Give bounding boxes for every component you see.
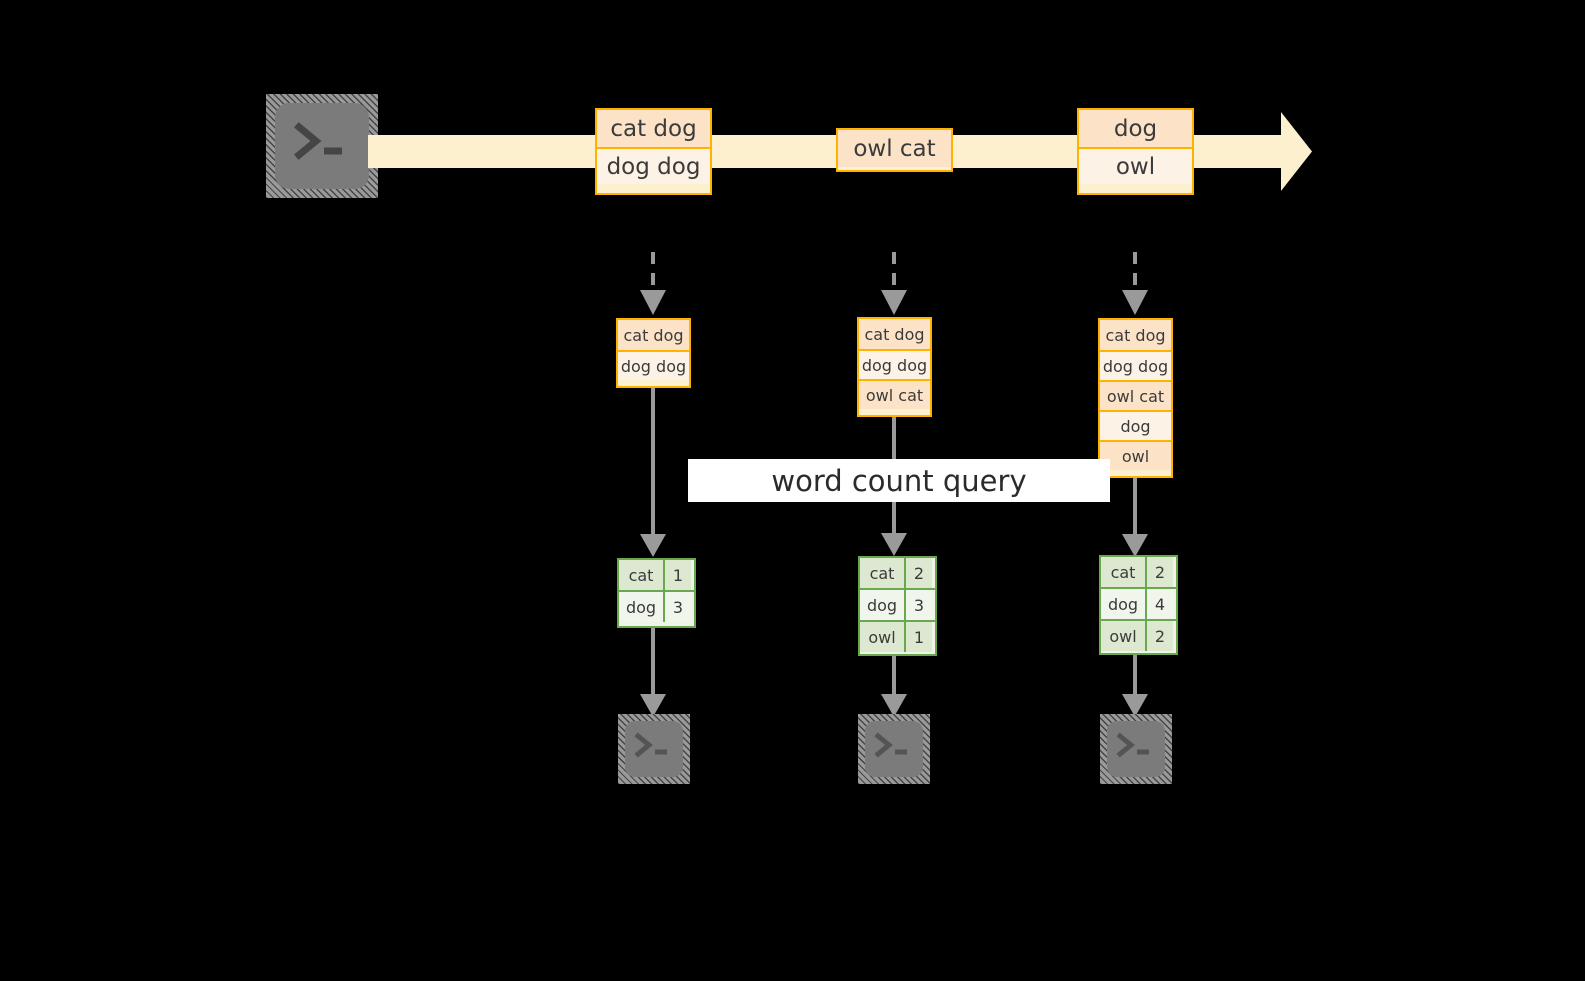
- snapshot-2-result-table[interactable]: cat 2 dog 3 owl 1: [858, 556, 937, 656]
- solid-down-arrow-icon-2b: [881, 656, 907, 717]
- terminal-face: [625, 721, 683, 777]
- terminal-face: [1107, 721, 1165, 777]
- count-cell: 1: [665, 560, 691, 590]
- count-cell: 2: [906, 558, 932, 588]
- accumulated-row: dog: [1100, 410, 1171, 440]
- word-cell: dog: [619, 592, 665, 622]
- accumulated-row: cat dog: [618, 320, 689, 350]
- word-cell: cat: [860, 558, 906, 588]
- table-row: dog 3: [619, 590, 694, 622]
- table-row: cat 2: [1101, 557, 1176, 587]
- terminal-prompt-glyph: [294, 122, 342, 160]
- table-row: owl 1: [860, 620, 935, 652]
- accumulated-row: owl cat: [1100, 380, 1171, 410]
- count-cell: 1: [906, 622, 932, 652]
- sink-terminal-icon-2: [858, 714, 930, 784]
- solid-down-arrow-icon-3a: [1122, 478, 1148, 557]
- message-row: dog dog: [597, 147, 710, 184]
- accumulated-row: cat dog: [1100, 320, 1171, 350]
- terminal-prompt-glyph: [634, 732, 667, 758]
- terminal-prompt-glyph: [1116, 732, 1149, 758]
- count-cell: 4: [1147, 589, 1173, 619]
- count-cell: 3: [665, 592, 691, 622]
- stream-message-3[interactable]: dog owl: [1077, 108, 1194, 195]
- word-cell: cat: [619, 560, 665, 590]
- snapshot-1-result-table[interactable]: cat 1 dog 3: [617, 558, 696, 628]
- table-row: cat 1: [619, 560, 694, 590]
- count-cell: 2: [1147, 621, 1173, 651]
- table-row: dog 3: [860, 588, 935, 620]
- sink-terminal-icon-1: [618, 714, 690, 784]
- accumulated-row: dog dog: [618, 350, 689, 380]
- dashed-down-arrow-icon-2: [881, 252, 907, 315]
- word-cell: owl: [860, 622, 906, 652]
- solid-down-arrow-icon-1a: [640, 388, 666, 557]
- accumulated-row: owl: [1100, 440, 1171, 470]
- count-cell: 3: [906, 590, 932, 620]
- message-row: cat dog: [597, 110, 710, 147]
- accumulated-row: dog dog: [859, 349, 930, 379]
- table-row: cat 2: [860, 558, 935, 588]
- message-row: owl: [1079, 147, 1192, 184]
- stream-message-2[interactable]: owl cat: [836, 128, 953, 172]
- count-cell: 2: [1147, 557, 1173, 587]
- query-label: word count query: [688, 459, 1110, 502]
- sink-terminal-icon-3: [1100, 714, 1172, 784]
- table-row: dog 4: [1101, 587, 1176, 619]
- message-row: dog: [1079, 110, 1192, 147]
- dashed-down-arrow-icon-3: [1122, 252, 1148, 315]
- word-cell: dog: [1101, 589, 1147, 619]
- snapshot-3-accumulated-box[interactable]: cat dog dog dog owl cat dog owl: [1098, 318, 1173, 478]
- accumulated-row: owl cat: [859, 379, 930, 409]
- snapshot-1-accumulated-box[interactable]: cat dog dog dog: [616, 318, 691, 388]
- terminal-prompt-glyph: [874, 732, 907, 758]
- stream-message-1[interactable]: cat dog dog dog: [595, 108, 712, 195]
- solid-down-arrow-icon-3b: [1122, 655, 1148, 717]
- dashed-down-arrow-icon-1: [640, 252, 666, 315]
- terminal-face: [275, 103, 369, 189]
- solid-down-arrow-icon-1b: [640, 628, 666, 717]
- stream-arrow-head-icon: [1248, 112, 1312, 191]
- accumulated-row: cat dog: [859, 319, 930, 349]
- snapshot-2-accumulated-box[interactable]: cat dog dog dog owl cat: [857, 317, 932, 417]
- message-row: owl cat: [838, 130, 951, 167]
- accumulated-row: dog dog: [1100, 350, 1171, 380]
- word-cell: owl: [1101, 621, 1147, 651]
- table-row: owl 2: [1101, 619, 1176, 651]
- word-cell: cat: [1101, 557, 1147, 587]
- word-cell: dog: [860, 590, 906, 620]
- terminal-face: [865, 721, 923, 777]
- source-terminal-icon: [266, 94, 378, 198]
- snapshot-3-result-table[interactable]: cat 2 dog 4 owl 2: [1099, 555, 1178, 655]
